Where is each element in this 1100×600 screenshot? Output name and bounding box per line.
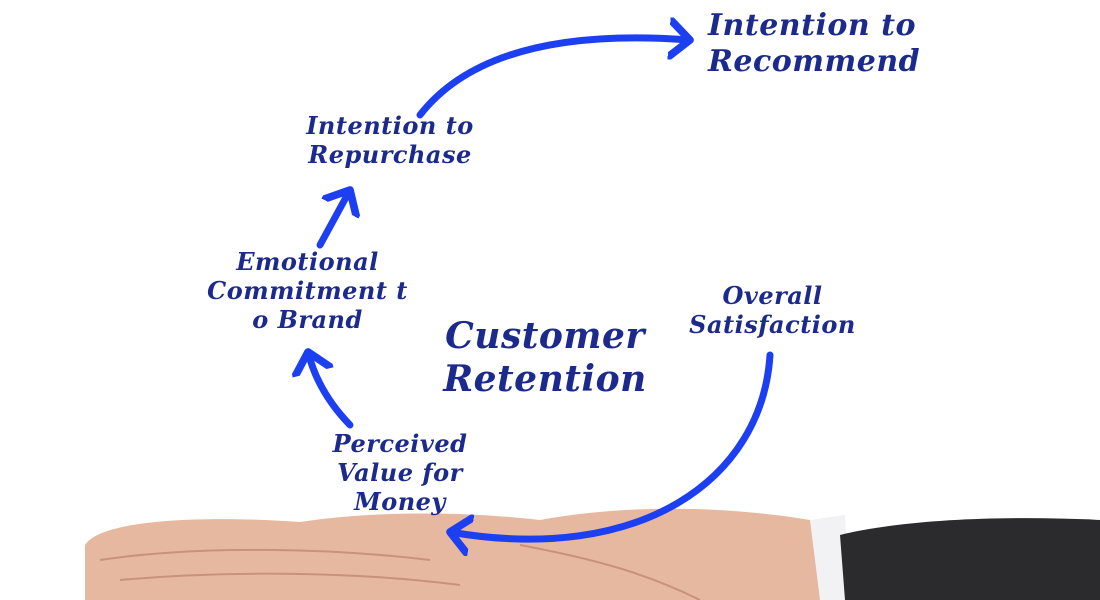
stage-perceived-value: Perceived Value for Money <box>310 429 490 516</box>
stage-emotional-commitment: Emotional Commitment t o Brand <box>190 247 425 334</box>
label-line: Intention to <box>306 111 474 140</box>
label-line: Commitment t <box>207 275 408 305</box>
arrow-value-to-emotional <box>308 352 354 429</box>
label-line: o Brand <box>252 304 363 334</box>
arrow-emotional-to-repurchase <box>316 190 350 249</box>
label-line: Intention to <box>708 8 916 43</box>
center-title: Customer Retention <box>420 315 670 401</box>
label-line: Value for <box>337 457 463 487</box>
stage-intention-to-recommend: Intention to Recommend <box>708 8 920 80</box>
stage-overall-satisfaction: Overall Satisfaction <box>670 281 875 340</box>
arrow-satisfaction-to-value <box>450 351 774 539</box>
suit-sleeve <box>840 518 1100 600</box>
label-line: Repurchase <box>308 139 472 169</box>
label-line: Emotional <box>236 247 379 276</box>
stage-intention-to-repurchase: Intention to Repurchase <box>285 111 495 170</box>
label-line: Satisfaction <box>689 309 856 339</box>
hand-image <box>85 508 1100 600</box>
label-line: Retention <box>443 358 647 401</box>
label-line: Perceived <box>332 429 468 458</box>
label-line: Recommend <box>708 44 921 79</box>
arrow-repurchase-to-recommend <box>416 38 690 119</box>
label-line: Overall <box>722 281 823 310</box>
label-line: Customer <box>445 315 645 357</box>
label-line: Money <box>354 486 446 516</box>
